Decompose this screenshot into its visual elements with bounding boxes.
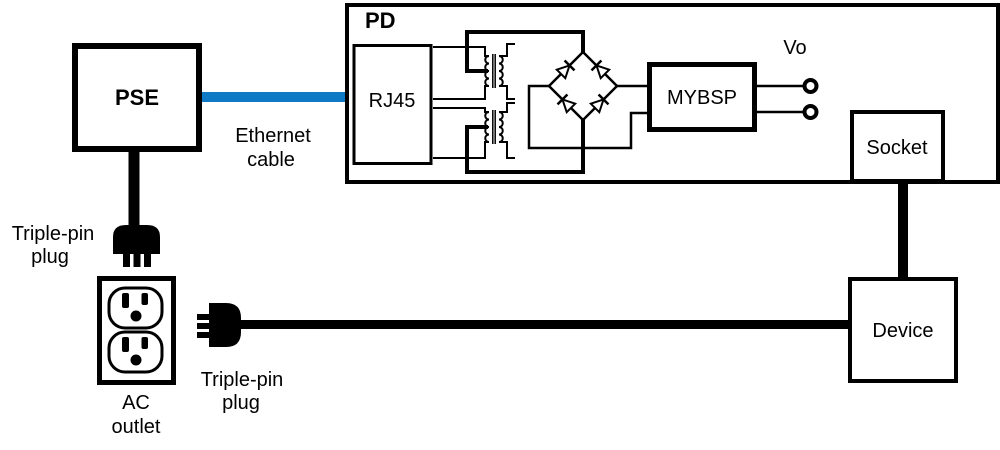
ethernet-cable-label: Ethernet cable: [235, 125, 311, 171]
mybsp-box: [647, 62, 757, 132]
device-power-cable: [240, 320, 850, 329]
triple-pin-plug-top-icon: [113, 225, 160, 267]
socket-device-cable: [898, 181, 908, 280]
device-label: Device: [872, 320, 933, 342]
pse-label: PSE: [115, 85, 159, 110]
svg-text:Ethernet: Ethernet: [235, 125, 311, 147]
triple-pin-plug-side-label: Triple-pin plug: [201, 369, 284, 414]
rj45-label: RJ45: [369, 90, 416, 112]
power-tap-wires: [465, 30, 585, 174]
svg-text:Triple-pin: Triple-pin: [12, 223, 95, 245]
rj45-box: [352, 44, 433, 165]
bridge-output-wires: [527, 84, 649, 150]
ac-outlet-label: AC outlet: [112, 392, 161, 438]
pse-power-cord: [128, 149, 140, 226]
vo-output-wires: [757, 84, 804, 114]
svg-text:cable: cable: [247, 149, 295, 171]
transformer2-icon: [484, 102, 515, 159]
svg-text:outlet: outlet: [112, 416, 161, 438]
transformer1-icon: [484, 43, 515, 100]
socket-box: [850, 110, 945, 183]
mybsp-label: MYBSP: [667, 87, 737, 109]
triple-pin-plug-side-icon: [197, 303, 241, 347]
vo-label: Vo: [783, 37, 806, 59]
svg-text:Triple-pin: Triple-pin: [201, 369, 284, 391]
socket-label: Socket: [866, 137, 928, 159]
device-box: [848, 277, 958, 383]
svg-text:AC: AC: [122, 392, 150, 414]
diode-bridge-icon: [547, 50, 619, 122]
svg-text:plug: plug: [31, 246, 69, 268]
ac-outlet-icon: [97, 276, 176, 385]
triple-pin-plug-top-label: Triple-pin plug: [12, 223, 95, 268]
svg-text:plug: plug: [222, 392, 260, 414]
vo-terminal-upper: [802, 78, 819, 94]
pd-label: PD: [365, 8, 396, 33]
vo-terminal-lower: [802, 104, 819, 120]
